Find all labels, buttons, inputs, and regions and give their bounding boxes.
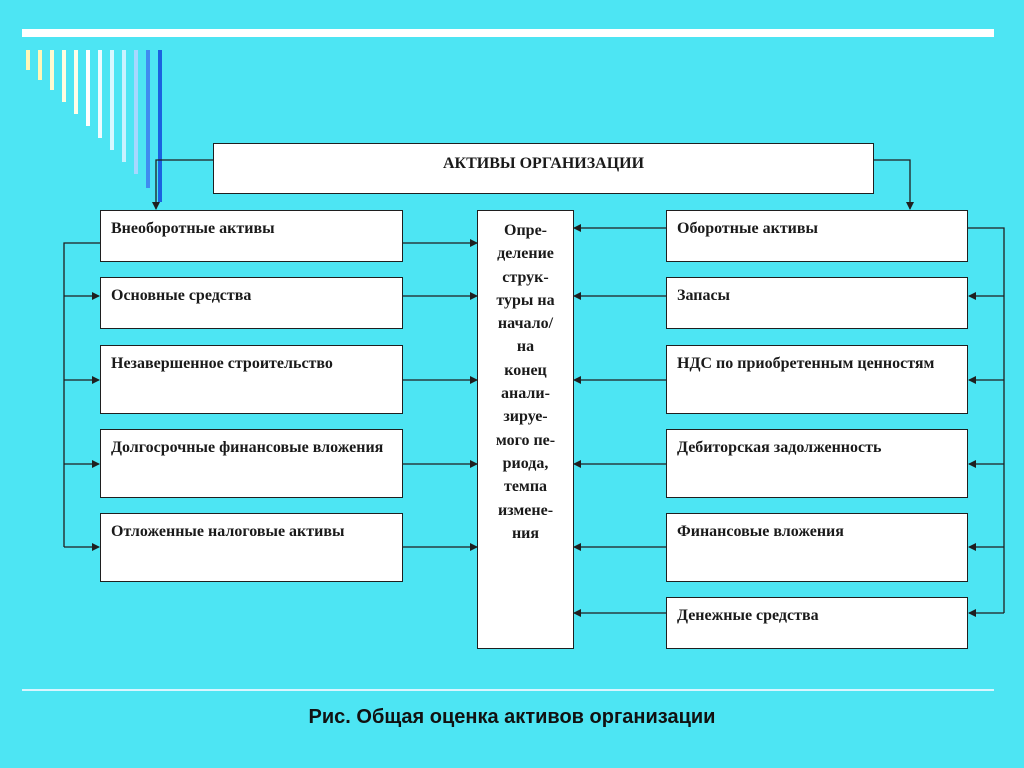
center-box-structure-analysis: Опре- деление струк- туры на начало/ на … <box>477 210 574 649</box>
center-line: на <box>516 338 535 356</box>
left-box-fixed-assets: Основные средства <box>100 277 403 329</box>
right-box-cash: Денежные средства <box>666 597 968 649</box>
figure-caption: Рис. Общая оценка активов организации <box>308 706 716 728</box>
center-line: Опре- <box>504 222 547 239</box>
center-line: деление <box>497 245 554 263</box>
left-box-noncurrent-assets: Внеоборотные активы <box>100 210 403 262</box>
top-rule <box>22 29 994 37</box>
right-box-financial-investments: Финансовые вложения <box>666 513 968 582</box>
left-box-deferred-tax-assets: Отложенные налоговые активы <box>100 513 403 582</box>
right-box-vat: НДС по приобретенным ценностям <box>666 345 968 414</box>
center-line: зируе- <box>503 408 548 426</box>
title-box: АКТИВЫ ОРГАНИЗАЦИИ <box>213 143 874 194</box>
left-box-long-term-investments: Долгосрочные финансовые вложения <box>100 429 403 498</box>
center-line: начало/ <box>497 315 554 333</box>
center-line: темпа <box>503 478 548 496</box>
right-box-receivables: Дебиторская задолженность <box>666 429 968 498</box>
bottom-rule <box>22 689 994 691</box>
center-line: струк- <box>502 268 549 286</box>
center-line: анали- <box>501 385 550 403</box>
decorative-stripes <box>26 50 162 202</box>
center-line: ния <box>511 524 540 542</box>
center-line: конец <box>504 361 547 379</box>
left-box-construction-in-progress: Незавершенное строительство <box>100 345 403 414</box>
right-box-inventories: Запасы <box>666 277 968 329</box>
center-line: мого пе- <box>495 431 556 449</box>
center-line: риода, <box>502 454 549 472</box>
right-box-current-assets: Оборотные активы <box>666 210 968 262</box>
center-line: измене- <box>497 501 554 519</box>
center-line: туры на <box>496 291 555 309</box>
